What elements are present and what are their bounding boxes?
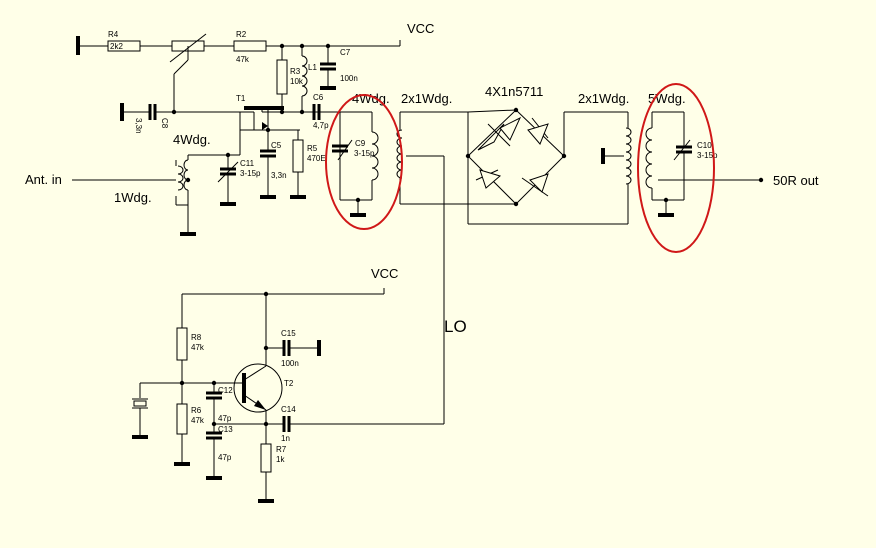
capacitor-c11: C11 3-15p bbox=[217, 155, 261, 206]
capacitor-c7: C7 100n bbox=[320, 46, 358, 90]
highlight-left-tank bbox=[325, 94, 403, 230]
c14-ref: C14 bbox=[281, 405, 296, 414]
transistor-t2 bbox=[233, 363, 283, 413]
c15-value: 100n bbox=[281, 359, 299, 368]
c13-ref: C13 bbox=[218, 425, 233, 434]
out-label: 50R out bbox=[773, 173, 819, 188]
c10-ref: C10 bbox=[697, 141, 712, 150]
r7-value: 1k bbox=[276, 455, 285, 464]
crystal bbox=[133, 400, 147, 407]
l1-ref: L1 bbox=[308, 63, 317, 72]
resistor-r7 bbox=[260, 443, 272, 473]
drain-load: R3 10k L1 bbox=[276, 46, 330, 113]
oscillator: VCC R8 47k R6 47k T2 R7 1k bbox=[132, 266, 467, 503]
c9-ref: C9 bbox=[355, 139, 366, 148]
capacitor-c6: C6 4,7p bbox=[302, 93, 340, 130]
r6-value: 47k bbox=[191, 416, 205, 425]
capacitor-c8: C8 3,3n bbox=[120, 103, 174, 134]
right-tank: C10 3-15p 50R out 5Wdg. bbox=[645, 91, 819, 217]
resistor-r2 bbox=[233, 40, 267, 52]
resistor-r5 bbox=[292, 139, 304, 173]
bias-network: R4 2k2 R2 47k VCC bbox=[76, 21, 434, 112]
input-transformer: Ant. in 1Wdg. 4Wdg. bbox=[25, 112, 241, 236]
r2-value: 47k bbox=[236, 55, 250, 64]
wdg-in-primary: 1Wdg. bbox=[114, 190, 152, 205]
r8-ref: R8 bbox=[191, 333, 202, 342]
r8-value: 47k bbox=[191, 343, 205, 352]
c6-value: 4,7p bbox=[313, 121, 329, 130]
right-link: 2x1Wdg. bbox=[578, 91, 632, 224]
r6-ref: R6 bbox=[191, 406, 202, 415]
c11-ref: C11 bbox=[240, 159, 255, 168]
r4-value: 2k2 bbox=[110, 42, 123, 51]
transistor-t1: T1 bbox=[174, 94, 300, 131]
t1-ref: T1 bbox=[236, 94, 246, 103]
r4-ref: R4 bbox=[108, 30, 119, 39]
highlight-right-tank bbox=[637, 83, 715, 253]
c13-value: 47p bbox=[218, 453, 232, 462]
t2-ref: T2 bbox=[284, 379, 294, 388]
source-network: C5 3,3n R5 470E bbox=[260, 130, 326, 199]
lo-label: LO bbox=[444, 317, 467, 336]
left-link: 2x1Wdg. bbox=[396, 91, 468, 424]
c6-ref: C6 bbox=[313, 93, 324, 102]
wdg-in-secondary: 4Wdg. bbox=[173, 132, 211, 147]
c5-ref: C5 bbox=[271, 141, 282, 150]
c11-value: 3-15p bbox=[240, 169, 261, 178]
c7-value: 100n bbox=[340, 74, 358, 83]
c5-value: 3,3n bbox=[271, 171, 287, 180]
wdg-right-link: 2x1Wdg. bbox=[578, 91, 629, 106]
c12-value: 47p bbox=[218, 414, 232, 423]
r3-ref: R3 bbox=[290, 67, 301, 76]
resistor-r8 bbox=[176, 327, 188, 361]
r5-ref: R5 bbox=[307, 144, 318, 153]
c15-ref: C15 bbox=[281, 329, 296, 338]
diode-ring-mixer: 4X1n5711 bbox=[467, 84, 628, 225]
inductor-l1 bbox=[301, 55, 308, 97]
resistor-r3 bbox=[276, 59, 288, 95]
vcc-top-label: VCC bbox=[407, 21, 434, 36]
mixer-label: 4X1n5711 bbox=[485, 84, 543, 99]
c8-value: 3,3n bbox=[134, 118, 143, 134]
c12-ref: C12 bbox=[218, 386, 233, 395]
c9-value: 3-15p bbox=[354, 149, 375, 158]
vcc-bottom-label: VCC bbox=[371, 266, 398, 281]
wdg-left-link: 2x1Wdg. bbox=[401, 91, 452, 106]
c14-value: 1n bbox=[281, 434, 290, 443]
resistor-r6 bbox=[176, 403, 188, 435]
c10-value: 3-15p bbox=[697, 151, 718, 160]
c8-ref: C8 bbox=[160, 118, 169, 129]
r3-value: 10k bbox=[290, 77, 304, 86]
c7-ref: C7 bbox=[340, 48, 351, 57]
r5-value: 470E bbox=[307, 154, 326, 163]
r2-ref: R2 bbox=[236, 30, 247, 39]
ant-in-label: Ant. in bbox=[25, 172, 62, 187]
r7-ref: R7 bbox=[276, 445, 287, 454]
